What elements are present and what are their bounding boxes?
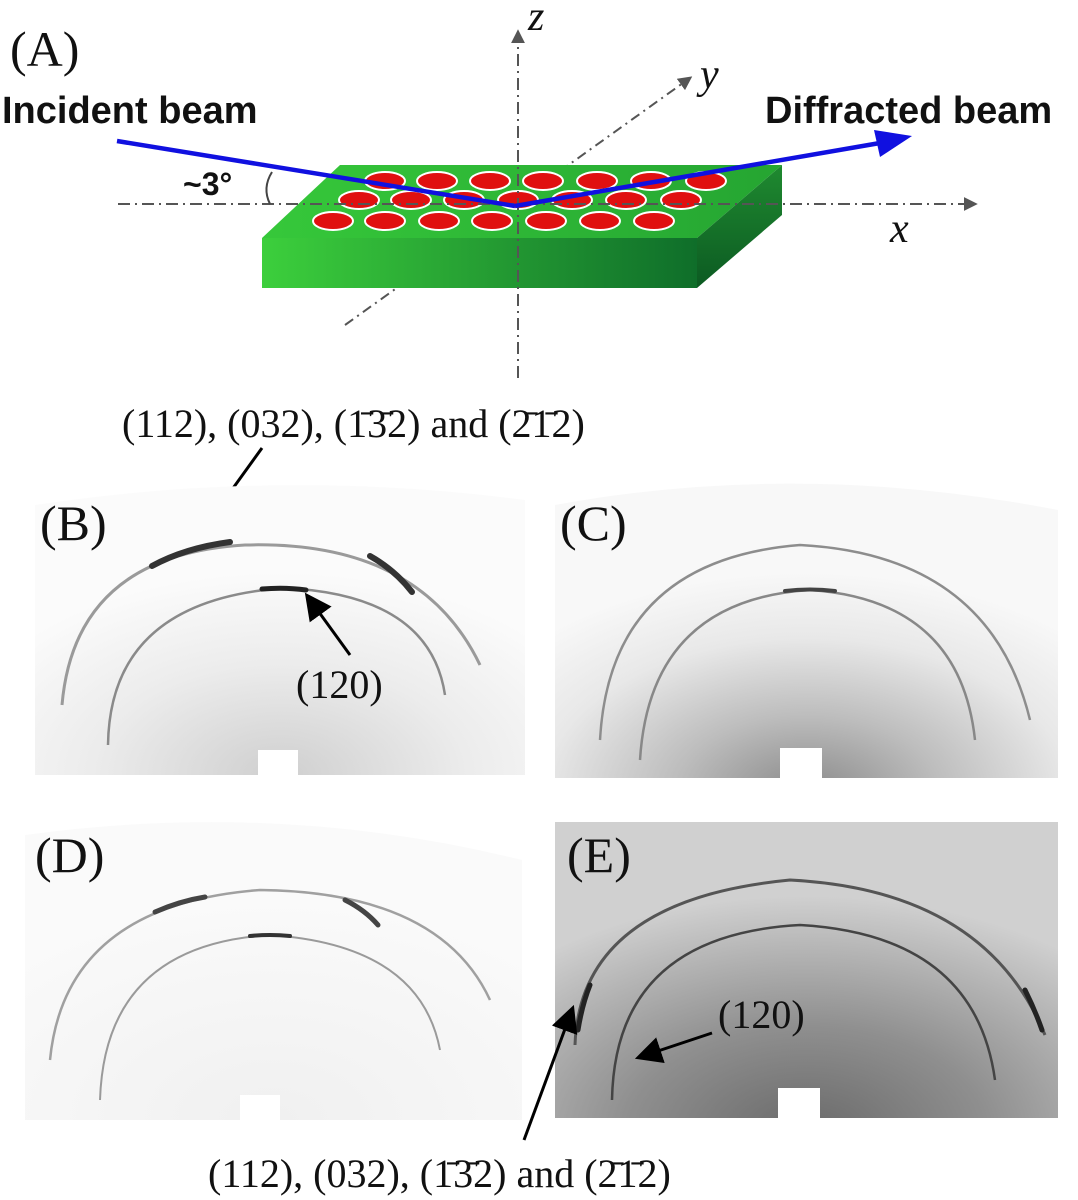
diffraction-panel-d: (D) bbox=[25, 822, 522, 1120]
nanodot bbox=[390, 190, 432, 210]
nanodot bbox=[416, 171, 458, 191]
planes-annotation-bottom: (112), (032), (1̄3̄2) and (2̄1̄2) bbox=[208, 1151, 671, 1196]
outer-ring-e bbox=[573, 878, 1047, 1046]
outer-arc-strong-right-b bbox=[367, 553, 415, 595]
nanodot bbox=[418, 211, 460, 231]
outer-arc-strong-left-d bbox=[152, 894, 208, 915]
panel-label-a: (A) bbox=[10, 21, 79, 77]
nanodot bbox=[471, 211, 513, 231]
outer-arc-strong-right-e bbox=[1022, 987, 1045, 1033]
angle-label: ~3° bbox=[183, 166, 232, 202]
outer-arc-strong-left-b bbox=[149, 539, 233, 569]
reflection-arrow-e bbox=[634, 1031, 713, 1063]
beamstop-e bbox=[778, 1088, 820, 1118]
inner-arc-strong-b bbox=[259, 585, 309, 593]
panel-label-b: (B) bbox=[40, 495, 107, 551]
nanodot bbox=[338, 190, 380, 210]
beamstop-b bbox=[258, 750, 298, 775]
inner-arc-strong-c bbox=[783, 587, 837, 593]
nanodot bbox=[522, 171, 564, 191]
planes-arrow-bottom bbox=[522, 1004, 578, 1141]
schematic-panel: (A) Incident beam Diffracted beam ~3° x … bbox=[2, 0, 1052, 378]
panel-label-c: (C) bbox=[560, 495, 627, 551]
diffracted-beam-label: Diffracted beam bbox=[765, 90, 1052, 132]
diffraction-panel-e: (E) (120) bbox=[555, 822, 1058, 1118]
beamstop-c bbox=[780, 748, 822, 778]
reflection-label-e: (120) bbox=[718, 992, 805, 1037]
diffracted-beam-arrowhead bbox=[874, 130, 912, 157]
beamstop-d bbox=[240, 1095, 280, 1120]
panel-c-background bbox=[555, 483, 1058, 778]
slab-front-face bbox=[262, 238, 697, 288]
diffraction-panel-b: (B) (120) bbox=[35, 485, 525, 775]
panel-b-background bbox=[35, 485, 525, 775]
slab-side-face bbox=[697, 165, 782, 288]
panel-label-d: (D) bbox=[35, 827, 104, 883]
diffraction-panel-c: (C) bbox=[555, 483, 1058, 778]
incident-beam-label: Incident beam bbox=[2, 90, 258, 132]
nanodot bbox=[525, 211, 567, 231]
inner-arc-strong-d bbox=[248, 933, 292, 938]
nanodot bbox=[605, 190, 647, 210]
planes-annotation-top: (112), (032), (1̄3̄2) and (2̄1̄2) bbox=[122, 401, 585, 446]
outer-ring-b bbox=[60, 543, 482, 706]
incident-beam bbox=[116, 138, 516, 209]
nanodot bbox=[660, 190, 702, 210]
outer-ring-c bbox=[598, 543, 1032, 741]
angle-arc bbox=[265, 171, 273, 205]
reflection-label-b: (120) bbox=[296, 662, 383, 707]
nanodot bbox=[364, 211, 406, 231]
diffracted-beam bbox=[514, 140, 881, 209]
nanodot bbox=[579, 211, 621, 231]
axis-x-label: x bbox=[889, 206, 909, 252]
panel-d-background bbox=[25, 822, 522, 1120]
panel-label-e: (E) bbox=[567, 827, 631, 883]
nanodot bbox=[312, 211, 354, 231]
nanodot bbox=[469, 171, 511, 191]
reflection-arrow-b bbox=[304, 592, 352, 656]
axis-z-label: z bbox=[527, 0, 544, 40]
outer-ring-d bbox=[48, 888, 492, 1061]
outer-arc-strong-left-e bbox=[575, 982, 593, 1033]
outer-arc-strong-right-d bbox=[342, 897, 381, 928]
inner-ring-e bbox=[610, 923, 997, 1101]
nanodot bbox=[633, 211, 675, 231]
axis-y-label: y bbox=[696, 52, 719, 98]
